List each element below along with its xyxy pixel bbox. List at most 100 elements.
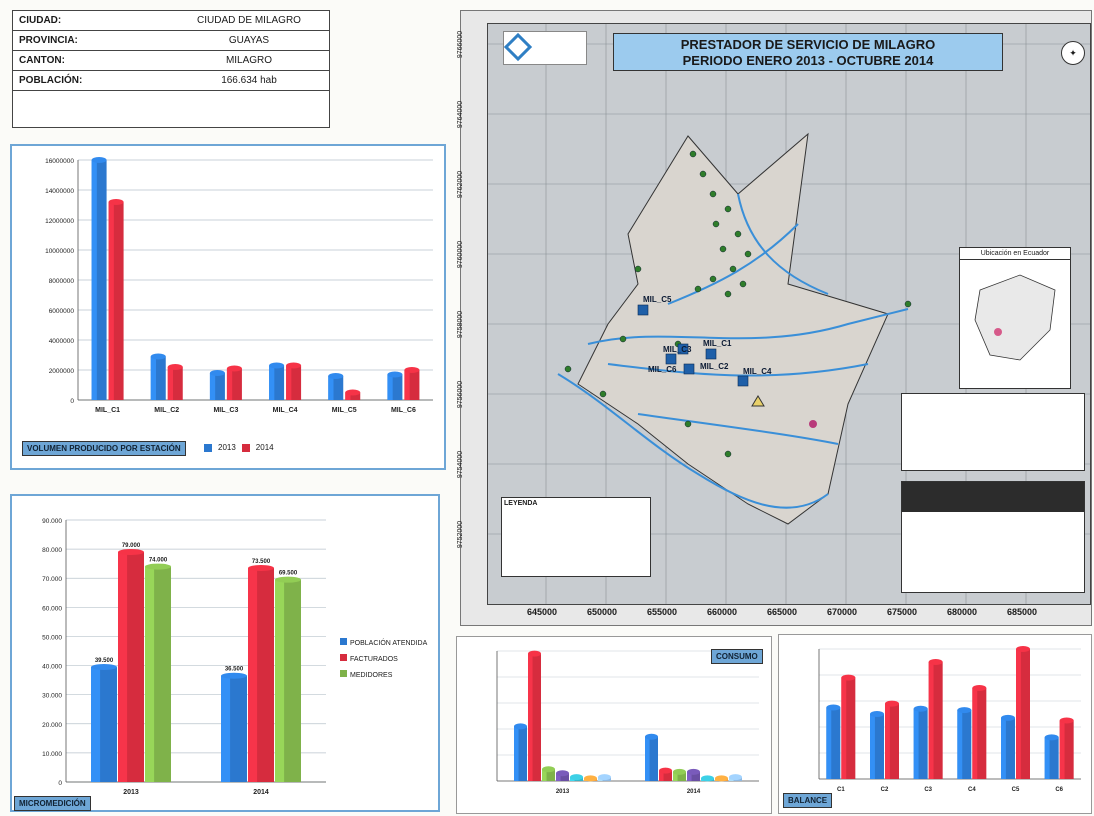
x-tick-label: MIL_C3 bbox=[213, 407, 238, 414]
bar-cap bbox=[928, 659, 943, 665]
bar-cap bbox=[150, 353, 166, 360]
bar-cap bbox=[1016, 646, 1030, 652]
bar-highlight bbox=[345, 392, 351, 400]
x-tick-label: MIL_C4 bbox=[273, 407, 298, 414]
bar-cap bbox=[687, 768, 700, 775]
bar-highlight bbox=[275, 579, 285, 782]
bar-cap bbox=[275, 576, 301, 583]
x-tick: 685000 bbox=[1007, 607, 1038, 617]
station-table bbox=[901, 393, 1085, 471]
bar-highlight bbox=[645, 736, 650, 781]
bar-highlight bbox=[913, 708, 919, 779]
bar-cap bbox=[841, 674, 856, 681]
bar bbox=[673, 771, 686, 781]
station-label: MIL_C4 bbox=[743, 367, 772, 376]
bar-highlight bbox=[226, 368, 233, 400]
summary-table-header bbox=[902, 482, 1084, 512]
bar-cap bbox=[328, 373, 344, 379]
bar-highlight bbox=[542, 769, 547, 781]
bar-cap bbox=[542, 766, 555, 773]
station-label: MIL_C3 bbox=[663, 345, 692, 354]
wells bbox=[564, 150, 912, 458]
chart1-title-box: VOLUMEN PRODUCIDO POR ESTACIÓN bbox=[22, 441, 186, 456]
map-title-line2: PERIODO ENERO 2013 - OCTUBRE 2014 bbox=[682, 53, 934, 68]
y-tick-label: 16000000 bbox=[45, 158, 74, 165]
bar-cap bbox=[913, 705, 928, 712]
y-tick: 9764000 bbox=[457, 100, 465, 129]
x-tick: 670000 bbox=[827, 607, 858, 617]
x-tick: 655000 bbox=[647, 607, 678, 617]
x-tick: 665000 bbox=[767, 607, 798, 617]
bar-cap bbox=[118, 549, 144, 556]
x-tick-label: C3 bbox=[924, 787, 932, 793]
y-tick-label: 40.000 bbox=[42, 664, 62, 671]
map-title-line1: PRESTADOR DE SERVICIO DE MILAGRO bbox=[680, 37, 936, 52]
legend-item-population: POBLACIÓN ATENDIDA bbox=[340, 636, 427, 652]
legend-item-meters: MEDIDORES bbox=[340, 668, 427, 684]
bar-cap bbox=[145, 563, 171, 570]
y-tick-label: 4000000 bbox=[49, 338, 75, 345]
logo-diamond-icon bbox=[503, 32, 533, 62]
y-tick: 9760000 bbox=[457, 240, 465, 269]
bar-highlight bbox=[150, 356, 156, 400]
x-tick-label: MIL_C5 bbox=[332, 407, 357, 414]
map-x-ticks: 645000 650000 655000 660000 665000 67000… bbox=[487, 607, 1089, 623]
bar-highlight bbox=[1044, 737, 1050, 779]
inset-map bbox=[974, 274, 1056, 361]
y-tick-label: 20.000 bbox=[42, 722, 62, 729]
chart2-svg: 010.00020.00030.00040.00050.00060.00070.… bbox=[42, 518, 326, 796]
x-tick-label: MIL_C1 bbox=[95, 407, 120, 414]
bar-highlight bbox=[118, 552, 128, 782]
bar-cap bbox=[885, 700, 899, 707]
bar-cap bbox=[404, 367, 420, 373]
bar-cap bbox=[514, 723, 527, 730]
bar-highlight bbox=[972, 688, 978, 779]
bar-cap bbox=[826, 704, 841, 711]
x-tick-label: 2013 bbox=[556, 789, 570, 795]
bar-highlight bbox=[1001, 717, 1006, 779]
bar-cap bbox=[248, 565, 274, 572]
legend-swatch-meters bbox=[340, 670, 347, 677]
legend-item-billed: FACTURADOS bbox=[340, 652, 427, 668]
bar-highlight bbox=[673, 771, 678, 781]
station-label: MIL_C6 bbox=[648, 365, 677, 374]
info-table: CIUDAD:CIUDAD DE MILAGRO PROVINCIA:GUAYA… bbox=[12, 10, 330, 128]
chart2-legend: POBLACIÓN ATENDIDA FACTURADOS MEDIDORES bbox=[340, 636, 427, 684]
bar-cap bbox=[972, 685, 987, 691]
bar-highlight bbox=[870, 714, 875, 779]
chart3-title-box: CONSUMO bbox=[711, 649, 763, 664]
bar-highlight bbox=[108, 202, 114, 400]
bar bbox=[556, 773, 569, 781]
bar-highlight bbox=[145, 566, 155, 782]
bar-cap bbox=[1059, 717, 1074, 724]
bar-highlight bbox=[841, 677, 847, 779]
y-tick: 9756000 bbox=[457, 380, 465, 409]
bar-cap bbox=[269, 362, 285, 369]
bar-highlight bbox=[209, 373, 216, 400]
y-tick-label: 70.000 bbox=[42, 576, 62, 583]
map-legend-title: LEYENDA bbox=[504, 500, 538, 507]
bar-cap bbox=[286, 362, 302, 369]
bar bbox=[345, 392, 361, 400]
y-tick-label: 60.000 bbox=[42, 605, 62, 612]
bar-cap bbox=[659, 767, 672, 774]
bar-highlight bbox=[1016, 649, 1021, 779]
chart4-title-box: BALANCE bbox=[783, 793, 833, 808]
info-row-province: PROVINCIA:GUAYAS bbox=[13, 31, 329, 51]
x-tick-label: C5 bbox=[1012, 787, 1020, 793]
chart1-legend: 2013 2014 bbox=[204, 443, 274, 452]
y-tick: 9762000 bbox=[457, 170, 465, 199]
bar-highlight bbox=[556, 773, 561, 781]
y-tick-label: 6000000 bbox=[49, 308, 75, 315]
bar-highlight bbox=[286, 365, 292, 400]
treatment-plant-marker bbox=[809, 420, 817, 428]
x-tick-label: 2013 bbox=[123, 789, 139, 796]
summary-table bbox=[901, 481, 1085, 593]
bar-cap bbox=[226, 365, 242, 372]
bar-highlight bbox=[91, 667, 101, 782]
bar-cap bbox=[528, 650, 541, 657]
bar-cap bbox=[598, 774, 611, 781]
